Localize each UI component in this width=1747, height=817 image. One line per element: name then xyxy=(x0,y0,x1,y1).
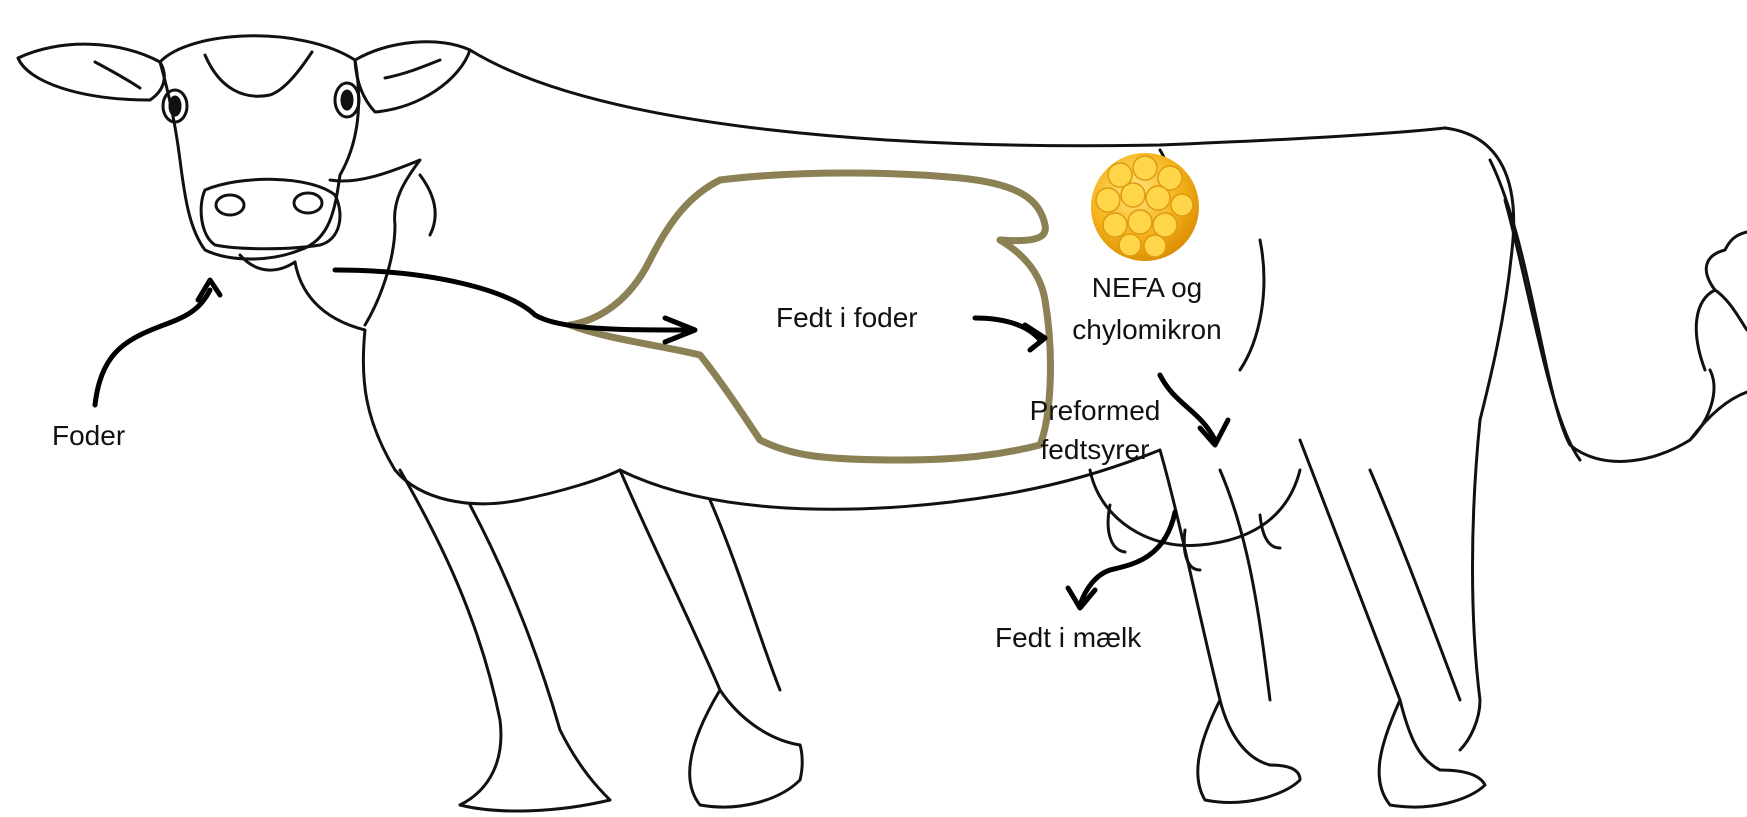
cow-outline xyxy=(18,36,1747,811)
hind-leg-right xyxy=(1300,440,1440,770)
front-leg-left xyxy=(400,470,501,805)
udder xyxy=(1090,470,1300,546)
fat-globule-icon xyxy=(1091,153,1199,261)
rump xyxy=(1445,128,1514,420)
tail xyxy=(1490,160,1714,461)
label-fedtsyrer: fedtsyrer xyxy=(1005,434,1185,466)
label-preformed: Preformed xyxy=(1005,395,1185,427)
head xyxy=(160,36,359,259)
label-chylomikron: chylomikron xyxy=(1062,314,1232,346)
back xyxy=(470,50,1445,146)
arrow-foder-to-mouth xyxy=(95,290,210,405)
hind-leg-left xyxy=(1160,450,1270,765)
label-fedt-i-maelk: Fedt i mælk xyxy=(995,622,1141,654)
left-ear xyxy=(18,44,164,100)
right-ear xyxy=(355,42,470,112)
neck xyxy=(330,160,420,325)
label-foder: Foder xyxy=(52,420,125,452)
label-fedt-i-foder: Fedt i foder xyxy=(776,302,918,334)
front-leg-right xyxy=(620,470,800,745)
label-nefa-og: NEFA og xyxy=(1062,272,1232,304)
